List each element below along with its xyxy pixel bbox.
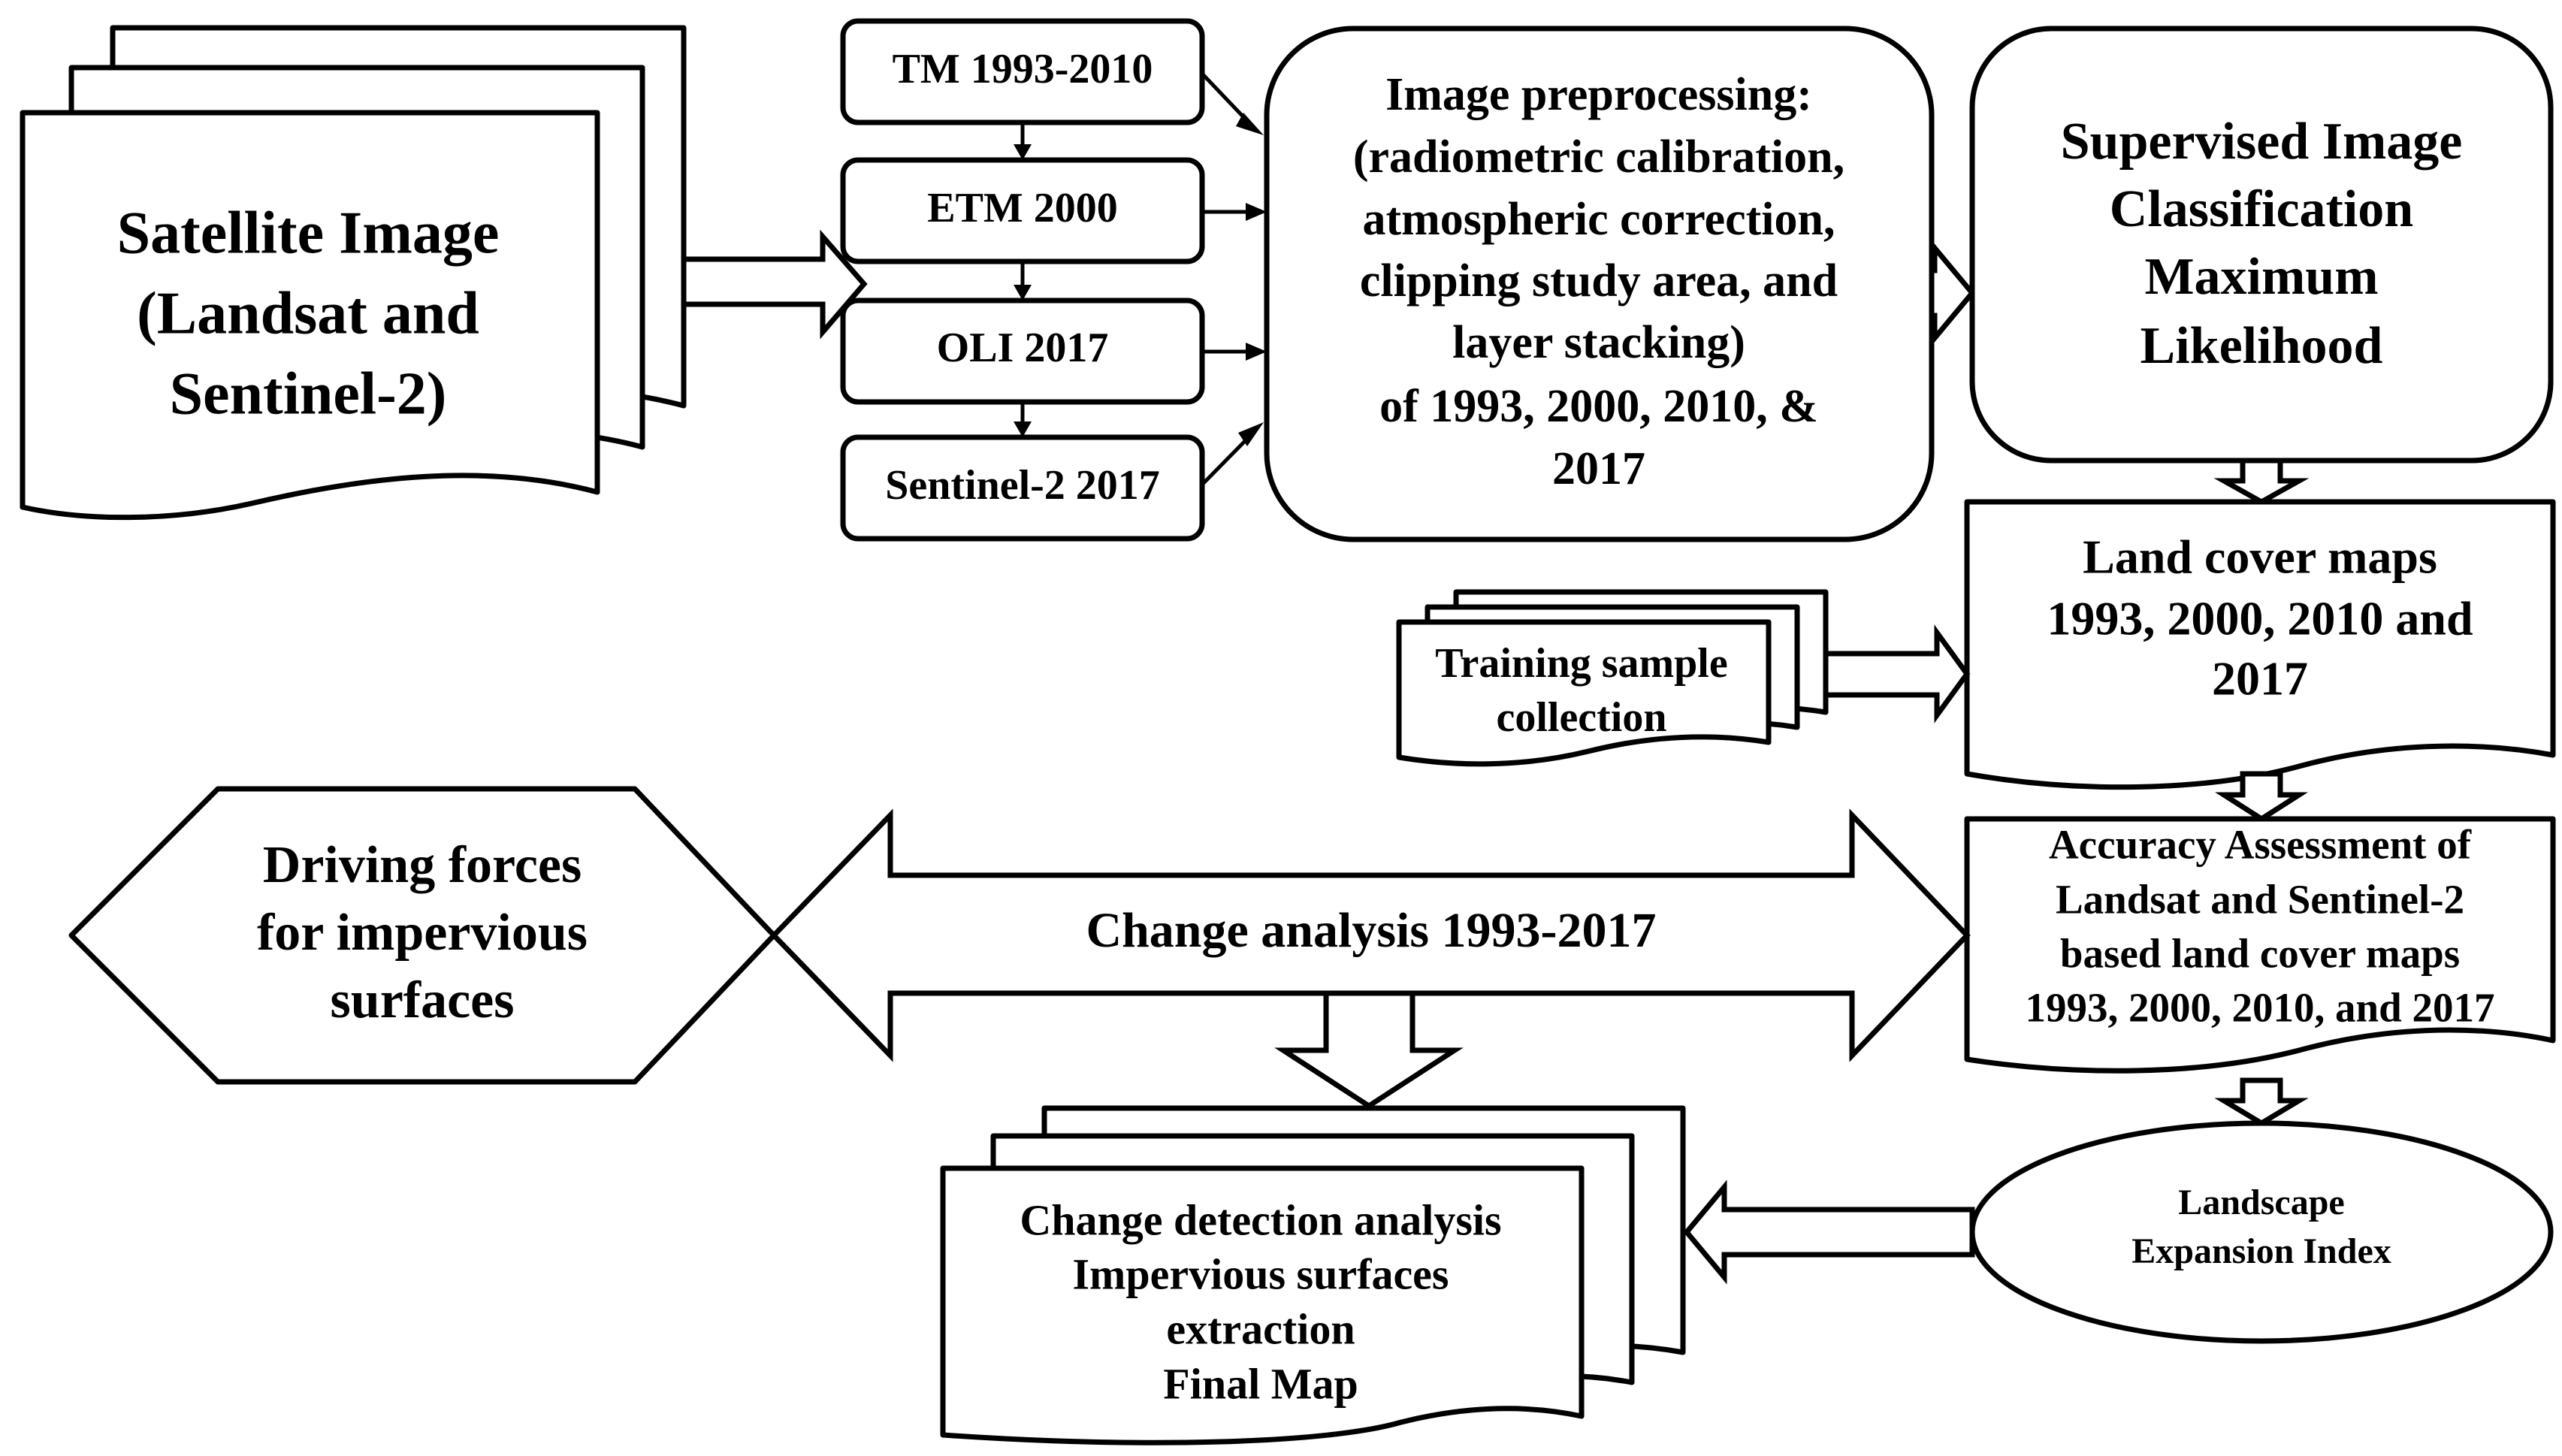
preprocessing-line-3: atmospheric correction,: [1363, 194, 1835, 245]
sensor-sentinel-node: Sentinel-2 2017: [840, 434, 1205, 542]
training-to-landcover-arrow: [1823, 624, 1971, 723]
sensor-etm-node: ETM 2000: [840, 157, 1205, 264]
accuracy-line-1: Accuracy Assessment of: [2049, 822, 2472, 868]
training-samples-node: Training sample collection: [1396, 589, 1829, 767]
classification-line-4: Likelihood: [2141, 317, 2383, 375]
final-line-3: extraction: [1166, 1304, 1355, 1353]
final-line-4: Final Map: [1163, 1359, 1358, 1408]
classification-to-landcover-arrow: [2213, 458, 2310, 506]
change-analysis-label: Change analysis 1993-2017: [1086, 903, 1656, 958]
accuracy-line-2: Landsat and Sentinel-2: [2056, 877, 2464, 923]
satellite-image-node: Satellite Image (Landsat and Sentinel-2): [20, 25, 687, 521]
satellite-to-sensors-arrow: [681, 229, 868, 340]
change-to-final-arrow: [1274, 990, 1464, 1110]
change-analysis-arrow: Change analysis 1993-2017: [770, 808, 1971, 1062]
accuracy-assessment-node: Accuracy Assessment of Landsat and Senti…: [1964, 816, 2556, 1074]
land-cover-maps-node: Land cover maps 1993, 2000, 2010 and 201…: [1964, 499, 2556, 790]
final-map-node: Change detection analysis Impervious sur…: [940, 1105, 1686, 1445]
accuracy-line-4: 1993, 2000, 2010, and 2017: [2026, 985, 2495, 1031]
sensor-oli-label: OLI 2017: [937, 325, 1109, 371]
preprocessing-line-7: 2017: [1552, 443, 1645, 494]
classification-line-2: Classification: [2110, 180, 2413, 238]
sensor-oli-node: OLI 2017: [840, 298, 1205, 405]
land-cover-line-2: 1993, 2000, 2010 and: [2047, 592, 2473, 645]
satellite-label-line-3: Sentinel-2): [170, 361, 447, 427]
final-line-2: Impervious surfaces: [1072, 1249, 1449, 1298]
training-line-2: collection: [1496, 694, 1666, 741]
landscape-index-node: Landscape Expansion Index: [1969, 1120, 2554, 1344]
preprocessing-line-6: of 1993, 2000, 2010, &: [1379, 381, 1818, 432]
sensor-tm-label: TM 1993-2010: [893, 46, 1153, 92]
accuracy-to-landscape-arrow: [2214, 1077, 2309, 1127]
land-cover-line-3: 2017: [2212, 652, 2308, 705]
driving-forces-node: Driving forces for impervious surfaces: [68, 786, 777, 1085]
satellite-label-line-1: Satellite Image: [117, 200, 500, 266]
final-line-1: Change detection analysis: [1020, 1195, 1501, 1244]
sensor-tm-node: TM 1993-2010: [840, 18, 1205, 125]
accuracy-line-3: based land cover maps: [2060, 931, 2460, 977]
landscape-to-final-arrow: [1683, 1180, 1975, 1285]
preprocessing-line-5: layer stacking): [1452, 317, 1745, 368]
training-line-1: Training sample: [1435, 640, 1727, 687]
driving-line-1: Driving forces: [263, 836, 582, 894]
satellite-label-line-2: (Landsat and: [137, 280, 479, 346]
driving-line-3: surfaces: [331, 971, 515, 1029]
landscape-line-2: Expansion Index: [2131, 1231, 2391, 1271]
preprocessing-line-1: Image preprocessing:: [1385, 69, 1812, 120]
sensor-sentinel-label: Sentinel-2 2017: [885, 462, 1160, 509]
classification-line-1: Supervised Image: [2061, 113, 2463, 171]
driving-line-2: for impervious: [257, 904, 588, 962]
preprocessing-to-classification-arrow: [1929, 240, 1976, 346]
sensor-etm-label: ETM 2000: [927, 185, 1118, 231]
landcover-to-accuracy-arrow: [2215, 771, 2308, 823]
preprocessing-line-4: clipping study area, and: [1360, 255, 1838, 307]
landscape-line-1: Landscape: [2178, 1183, 2344, 1222]
sensor-chain-arrows: [1014, 122, 1032, 437]
classification-node: Supervised Image Classification Maximum …: [1969, 26, 2554, 464]
classification-line-3: Maximum: [2144, 248, 2378, 306]
preprocessing-node: Image preprocessing: (radiometric calibr…: [1264, 26, 1935, 542]
preprocessing-line-2: (radiometric calibration,: [1353, 131, 1844, 183]
sensor-to-preprocessing-arrows: [1201, 72, 1267, 486]
land-cover-line-1: Land cover maps: [2083, 530, 2437, 584]
